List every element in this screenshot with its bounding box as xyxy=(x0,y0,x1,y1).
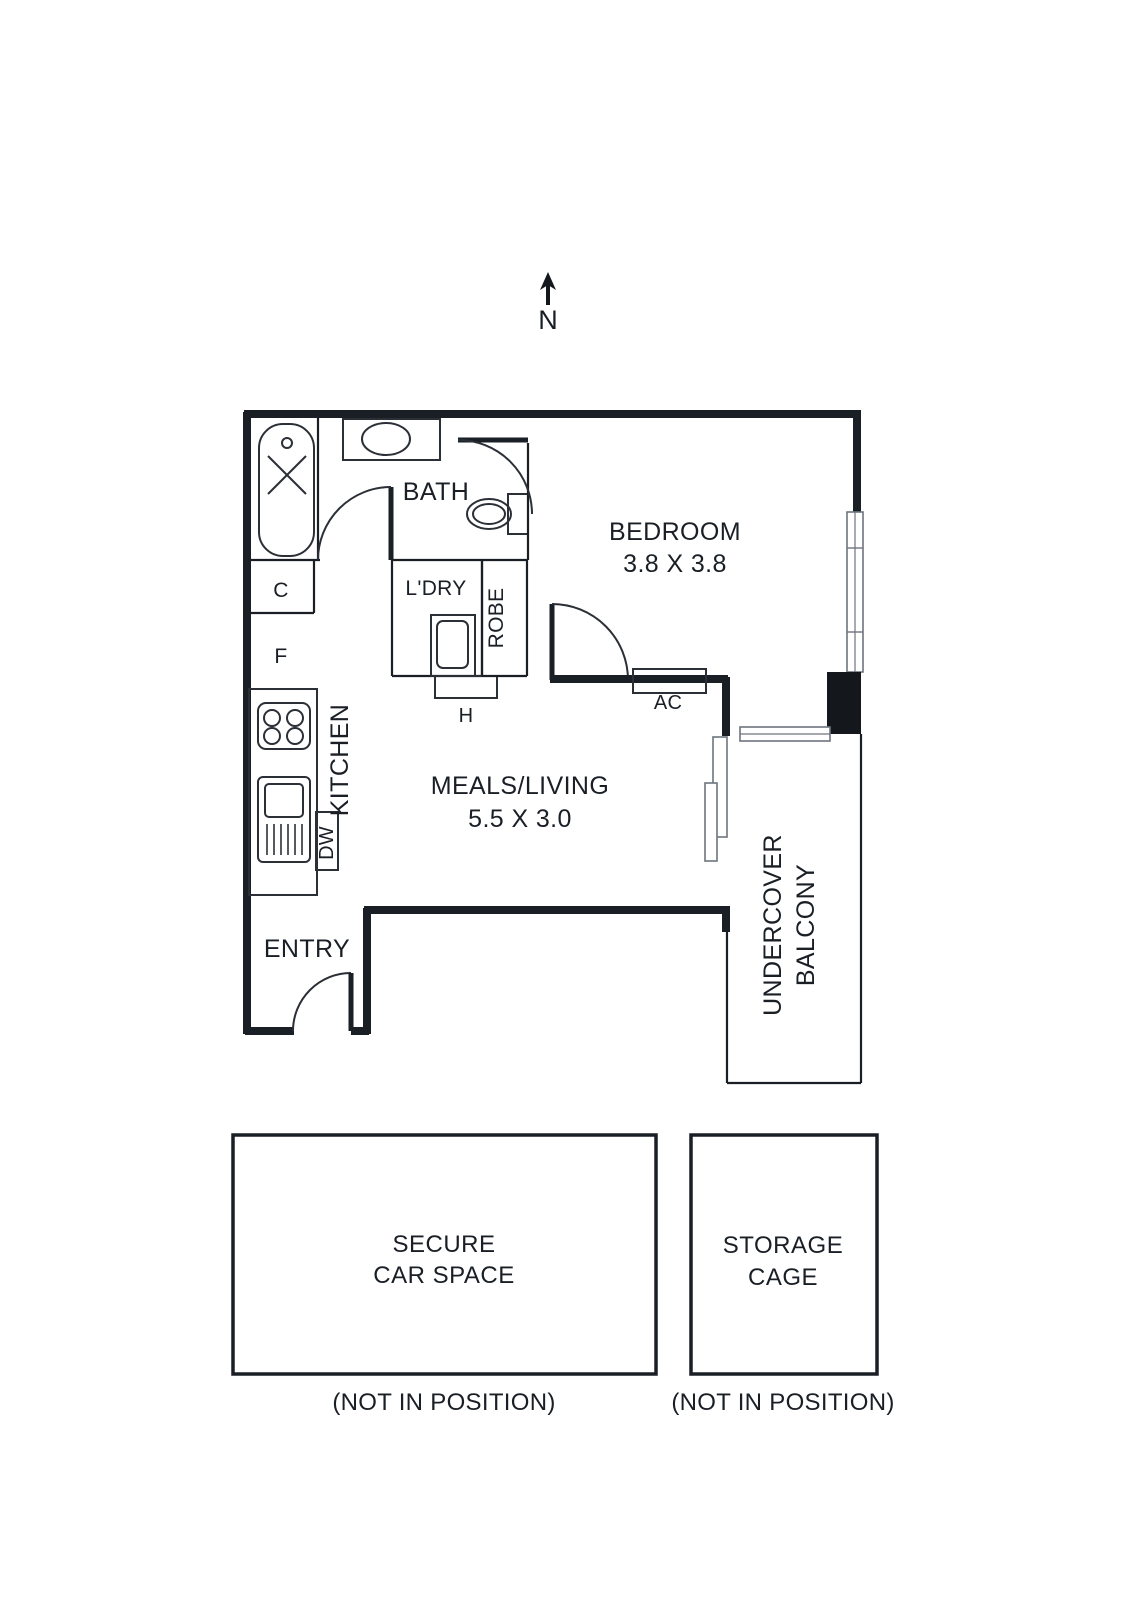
dishwasher-outline xyxy=(315,811,339,871)
room-label-entry: ENTRY xyxy=(264,935,350,963)
car-space-label-line2: CAR SPACE xyxy=(373,1262,514,1289)
storage-cage-label-line1: STORAGE xyxy=(723,1232,843,1259)
air-conditioner-outline xyxy=(632,668,707,694)
structural-pier xyxy=(827,672,861,734)
storage-cage-box xyxy=(689,1133,879,1376)
room-label-robe: ROBE xyxy=(485,588,508,649)
balcony-sliding-door-north xyxy=(739,726,831,742)
robe-walls xyxy=(480,560,529,678)
room-label-living: MEALS/LIVING xyxy=(431,772,609,800)
room-label-bath: BATH xyxy=(403,478,469,506)
bath-entry-door-swing xyxy=(457,439,533,515)
compass-label: N xyxy=(538,305,558,335)
room-label-bedroom: BEDROOM xyxy=(609,518,741,546)
car-space-box xyxy=(231,1133,658,1376)
hotwater-label: H xyxy=(459,705,474,727)
bedroom-window xyxy=(846,511,864,673)
car-space-label-line1: SECURE xyxy=(392,1231,495,1258)
dishwasher-label: DW xyxy=(316,826,338,860)
kitchen-bench xyxy=(248,688,318,896)
room-label-balcony-line1: UNDERCOVER xyxy=(759,834,787,1016)
shower-fixture xyxy=(258,423,315,557)
fridge-label: F xyxy=(274,645,287,668)
room-label-balcony-line2: BALCONY xyxy=(792,864,820,986)
vanity-basin-fixture xyxy=(342,418,441,461)
room-label-kitchen: KITCHEN xyxy=(326,704,354,817)
north-arrow-icon xyxy=(540,272,556,305)
cupboard-outline xyxy=(247,560,316,615)
balcony-sliding-door-west xyxy=(704,736,728,862)
cupboard-label: C xyxy=(273,579,288,602)
bedroom-door-swing xyxy=(551,603,629,681)
laundry-appliance xyxy=(430,614,476,677)
car-space-note: (NOT IN POSITION) xyxy=(332,1389,555,1416)
storage-cage-note: (NOT IN POSITION) xyxy=(671,1389,894,1416)
room-dimension-living: 5.5 X 3.0 xyxy=(468,805,572,833)
hotwater-unit-outline xyxy=(434,675,498,699)
room-dimension-bedroom: 3.8 X 3.8 xyxy=(623,550,727,578)
toilet-fixture xyxy=(466,493,529,535)
entry-door-swing xyxy=(292,972,352,1032)
storage-cage-label-line2: CAGE xyxy=(748,1264,818,1291)
bath-door-swing xyxy=(317,486,392,561)
room-label-laundry: L'DRY xyxy=(405,577,466,600)
air-conditioner-label: AC xyxy=(654,692,682,714)
